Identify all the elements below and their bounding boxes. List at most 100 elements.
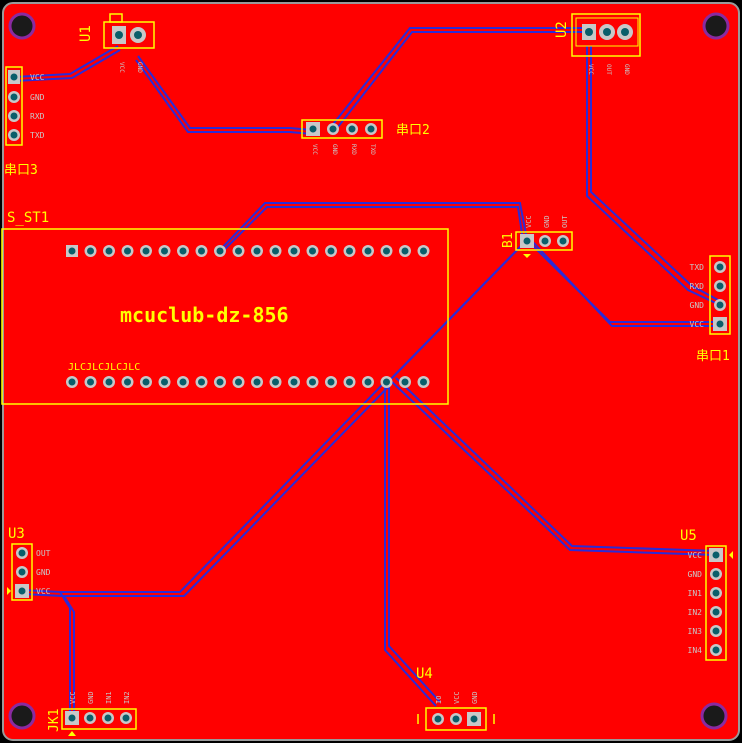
jk1-pin-label: GND xyxy=(87,691,95,704)
board-title: mcuclub-dz-856 xyxy=(120,303,289,327)
com3-pin-label: TXD xyxy=(30,131,45,140)
header-pad-hole xyxy=(346,378,353,386)
u4-pin-label: VCC xyxy=(453,691,461,704)
header-pad-hole xyxy=(235,378,242,386)
header-pad-hole xyxy=(124,247,131,255)
component-com3[interactable]: VCC GND RXD TXD 串口3 xyxy=(4,66,45,178)
u5-pin-label: IN4 xyxy=(688,646,703,655)
header-pad-hole xyxy=(309,378,316,386)
header-pad-hole xyxy=(87,247,94,255)
component-u1[interactable]: U1 VCC GND xyxy=(78,13,155,73)
com2-pin-label: RXD xyxy=(350,144,357,155)
com1-pin-label: TXD xyxy=(690,263,705,272)
u4-pin-label: GND xyxy=(471,691,479,704)
com1-pin-label: RXD xyxy=(690,282,705,291)
component-com1[interactable]: TXD RXD GND VCC 串口1 xyxy=(690,255,731,364)
com3-pin-label: RXD xyxy=(30,112,45,121)
header-pad-hole xyxy=(309,247,316,255)
header-pad-hole xyxy=(216,378,224,386)
jk1-pin-label: VCC xyxy=(69,691,77,704)
header-pad-hole xyxy=(105,247,113,255)
header-pad-hole xyxy=(420,378,427,386)
u3-pin-label: VCC xyxy=(36,587,51,596)
u3-pin-label: OUT xyxy=(36,549,51,558)
mounting-hole-bottom-left xyxy=(8,702,36,730)
com3-ref: 串口3 xyxy=(4,163,38,178)
header-pad-hole xyxy=(161,378,168,386)
header-pad-hole xyxy=(383,378,390,386)
component-u3[interactable]: U3 OUT GND VCC xyxy=(7,526,51,601)
u5-pin-label: IN1 xyxy=(688,589,703,598)
traces xyxy=(13,27,721,718)
u2-pin-label: VCC xyxy=(587,64,594,75)
b1-ref: B1 xyxy=(501,232,516,248)
header-pad-hole xyxy=(142,378,150,386)
header-pad-hole xyxy=(142,247,150,255)
u5-pin-label: IN2 xyxy=(688,608,703,617)
header-pad-hole xyxy=(179,378,187,386)
header-pad-hole xyxy=(364,378,372,386)
header-pad-hole xyxy=(401,247,409,255)
header-pad-hole xyxy=(253,378,261,386)
u4-ref: U4 xyxy=(416,666,433,682)
u3-ref: U3 xyxy=(8,526,25,542)
header-pad-hole xyxy=(272,247,279,255)
com2-pin-label: TXD xyxy=(369,144,376,155)
jk1-pin-label: IN2 xyxy=(123,691,131,704)
component-com2[interactable]: VCC GND RXD TXD 串口2 xyxy=(301,119,430,155)
u2-pin-label: OUT xyxy=(605,64,612,75)
b1-pin-label: GND xyxy=(543,215,551,228)
component-u5[interactable]: U5 VCC GND IN1 IN2 IN3 IN4 xyxy=(680,528,733,661)
header-s-st1[interactable]: S_ST1 mcuclub-dz-856 JLCJLCJLCJLC xyxy=(1,210,449,405)
component-u4[interactable]: U4 IO VCC GND xyxy=(416,666,495,731)
component-u2[interactable]: U2 VCC OUT GND xyxy=(554,13,641,75)
com3-pin-label: GND xyxy=(30,93,45,102)
header-pad-hole xyxy=(161,247,168,255)
u1-ref: U1 xyxy=(78,25,94,42)
header-pad-hole xyxy=(179,247,187,255)
component-b1[interactable]: B1 VCC GND OUT xyxy=(501,215,573,258)
u1-pin-label: VCC xyxy=(118,62,125,73)
com1-pin-label: GND xyxy=(690,301,705,310)
header-pad-hole xyxy=(198,247,205,255)
header-pad-hole xyxy=(253,247,261,255)
u4-pin-label: IO xyxy=(435,696,443,704)
header-pad-hole xyxy=(105,378,113,386)
header-pad-hole xyxy=(216,247,224,255)
header-pad-hole xyxy=(290,378,298,386)
header-pad-hole xyxy=(68,247,76,255)
header-pad-hole xyxy=(272,378,279,386)
header-pad-hole xyxy=(87,378,94,386)
header-pad-hole xyxy=(420,247,427,255)
b1-pin-label: OUT xyxy=(561,215,569,228)
u5-ref: U5 xyxy=(680,528,697,544)
u5-pin-label: IN3 xyxy=(688,627,703,636)
com2-ref: 串口2 xyxy=(396,123,430,138)
component-jk1[interactable]: JK1 VCC GND IN1 IN2 xyxy=(47,691,137,736)
jk1-ref: JK1 xyxy=(47,709,62,732)
header-pad-hole xyxy=(198,378,205,386)
mounting-hole-top-left xyxy=(8,12,36,40)
u5-pin-label: VCC xyxy=(688,551,703,560)
header-pad-hole xyxy=(383,247,390,255)
header-pad-hole xyxy=(124,378,131,386)
header-pad-hole xyxy=(364,247,372,255)
header-pad-hole xyxy=(68,378,76,386)
mounting-hole-top-right xyxy=(702,12,730,40)
header-ref-label: S_ST1 xyxy=(7,210,49,226)
com2-pin-label: VCC xyxy=(311,144,318,155)
jlc-marker: JLCJLCJLCJLC xyxy=(68,362,140,373)
header-pad-hole xyxy=(327,378,335,386)
u2-ref: U2 xyxy=(554,21,570,38)
header-pad-hole xyxy=(346,247,353,255)
com2-pin-label: GND xyxy=(331,144,338,155)
header-pad-hole xyxy=(327,247,335,255)
header-pins-bottom xyxy=(66,376,430,388)
mounting-hole-bottom-right xyxy=(700,702,728,730)
header-pad-hole xyxy=(401,378,409,386)
com1-ref: 串口1 xyxy=(696,349,730,364)
u2-pin-label: GND xyxy=(623,64,630,75)
com1-pin-label: VCC xyxy=(690,320,705,329)
